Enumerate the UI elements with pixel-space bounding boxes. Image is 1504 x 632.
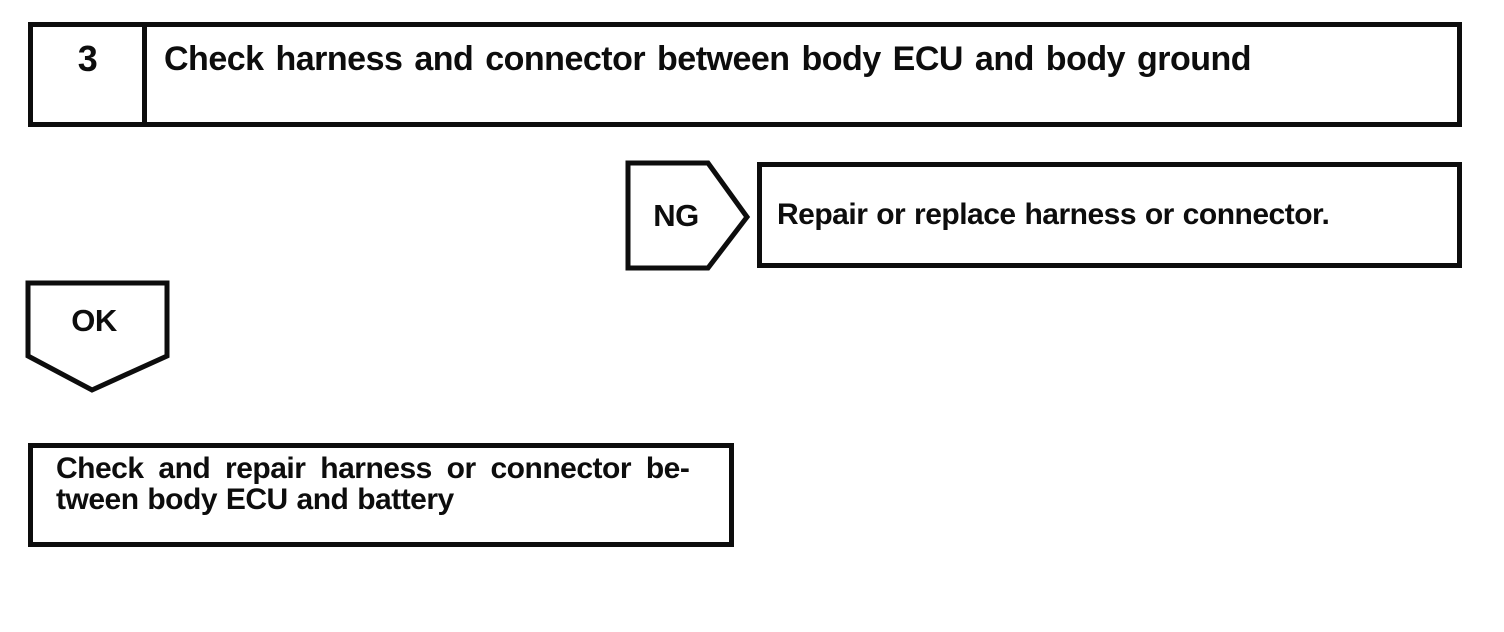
result-text-line1: Check and repair harness or connector be… [56,452,690,485]
step-title: Check harness and connector between body… [164,40,1252,78]
ng-branch-label: NG [653,197,699,233]
ok-branch-label: OK [71,303,117,338]
ng-action-box: Repair or replace harness or connector. [757,162,1462,268]
ng-action-text: Repair or replace harness or connector. [777,198,1330,231]
step-number: 3 [33,27,147,122]
ok-arrow-icon [25,280,170,393]
result-text-line2: tween body ECU and battery [56,483,454,516]
step-header-box: 3 Check harness and connector between bo… [28,22,1462,127]
ng-arrow-icon [625,160,751,271]
result-box: Check and repair harness or connector be… [28,443,734,547]
